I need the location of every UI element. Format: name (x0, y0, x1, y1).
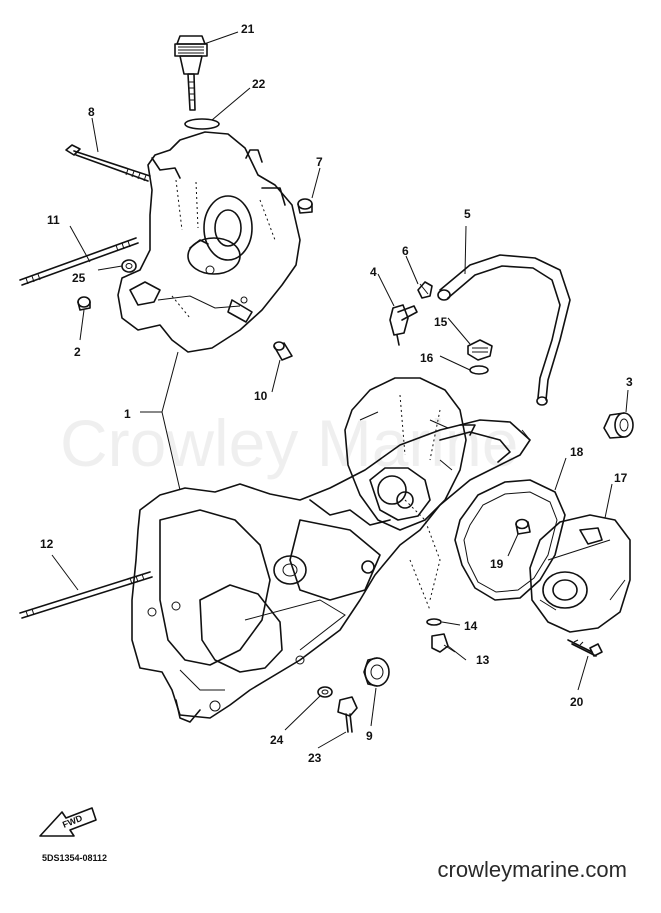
label-18: 18 (570, 445, 584, 459)
part-15-plug (467, 339, 493, 361)
part-16-gasket (469, 365, 489, 375)
label-14: 14 (464, 619, 478, 633)
part-17-cover (529, 514, 631, 633)
part-14-washer (426, 618, 442, 626)
part-11-stud-bolt (19, 237, 139, 286)
label-15: 15 (434, 315, 448, 329)
label-6: 6 (402, 244, 409, 258)
part-19-dowel-pin (515, 518, 531, 535)
part-10-dowel-pin (273, 341, 293, 361)
label-1: 1 (124, 407, 131, 421)
part-23-bolt (337, 696, 358, 733)
part-13-bolt (431, 633, 456, 653)
label-5: 5 (464, 207, 471, 221)
part-4-fitting (389, 304, 418, 346)
label-23: 23 (308, 751, 322, 765)
part-12-stud-bolt (19, 571, 153, 619)
part-6-clip (417, 281, 433, 299)
label-17: 17 (614, 471, 628, 485)
fwd-direction-arrow: FWD (39, 807, 97, 837)
label-7: 7 (316, 155, 323, 169)
label-13: 13 (476, 653, 490, 667)
part-22-o-ring (184, 118, 220, 130)
label-4: 4 (370, 265, 377, 279)
label-25: 25 (72, 271, 86, 285)
label-12: 12 (40, 537, 54, 551)
part-7-collar (297, 198, 313, 214)
label-3: 3 (626, 375, 633, 389)
label-2: 2 (74, 345, 81, 359)
footer-url-link[interactable]: crowleymarine.com (437, 857, 628, 882)
crankcase-main-body (131, 419, 531, 723)
part-9-oil-seal (363, 657, 390, 687)
part-20-bolt (567, 639, 603, 657)
label-8: 8 (88, 105, 95, 119)
crankcase-cover-gasket-area (344, 377, 467, 531)
part-25-washer (121, 259, 137, 273)
label-24: 24 (270, 733, 284, 747)
label-22: 22 (252, 77, 266, 91)
part-2-dowel-pin (77, 296, 91, 311)
part-18-gasket (454, 479, 566, 601)
label-10: 10 (254, 389, 268, 403)
crankcase-left-half (117, 131, 301, 353)
leader-lines (51, 31, 629, 749)
label-19: 19 (490, 557, 504, 571)
part-24-washer (317, 686, 333, 698)
part-5-hose (437, 254, 571, 406)
label-20: 20 (570, 695, 584, 709)
drawing-code: 5DS1354-08112 (42, 853, 108, 863)
part-21-oil-filler-plug (174, 35, 208, 111)
label-11: 11 (47, 213, 60, 227)
part-number-labels: 21 22 8 7 11 25 2 10 1 5 6 4 15 16 3 18 … (40, 22, 633, 765)
part-3-collar (603, 412, 634, 439)
label-16: 16 (420, 351, 434, 365)
part-8-bolt (65, 144, 151, 182)
label-21: 21 (241, 22, 255, 36)
label-9: 9 (366, 729, 373, 743)
